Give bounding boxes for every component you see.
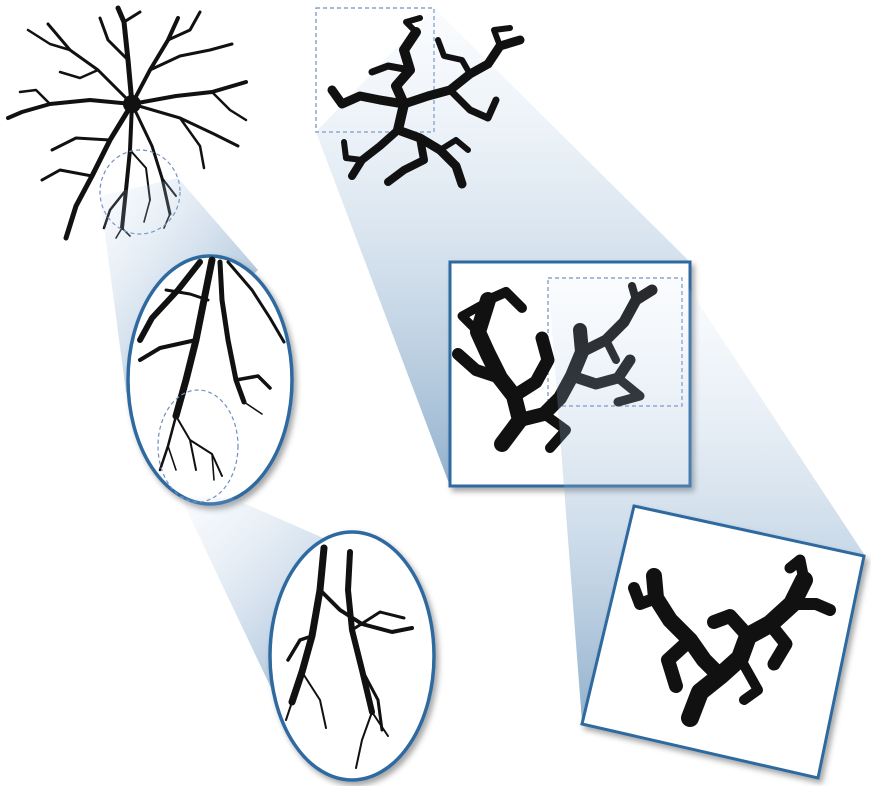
dendrite-zoom-1: [128, 256, 292, 504]
cluster-zoom-2: [582, 506, 864, 778]
